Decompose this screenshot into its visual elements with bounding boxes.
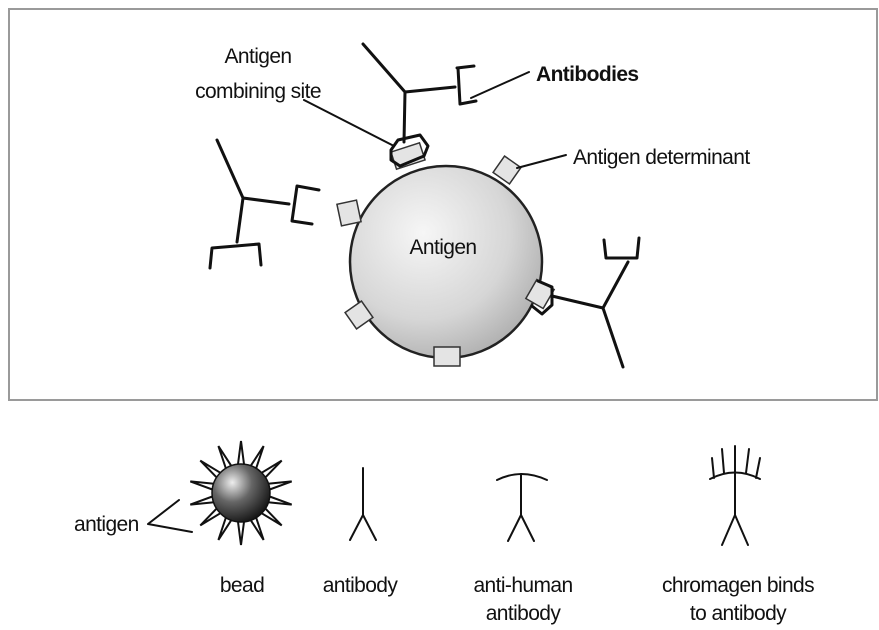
- legend-label-chromagen-line2: to antibody: [690, 602, 787, 625]
- legend-label-anti-human-line1: anti-human: [473, 574, 572, 597]
- label-antigen-combining-site-line2: combining site: [195, 80, 321, 103]
- antibody-top: [361, 42, 478, 168]
- legend-label-antibody: antibody: [323, 574, 399, 597]
- antigen-determinants: [336, 141, 556, 367]
- leader-combining-site: [303, 99, 395, 147]
- leader-antigen-determinant: [516, 154, 567, 169]
- determinant-left-lower: [344, 300, 374, 330]
- determinant-bottom: [433, 346, 461, 367]
- bead-antigen-spikes: [189, 440, 293, 546]
- legend-label-bead: bead: [220, 574, 264, 597]
- legend-bead: [189, 440, 293, 546]
- bead-sphere: [211, 463, 271, 523]
- legend-antibody-icon: [349, 467, 377, 541]
- label-antigen-determinant: Antigen determinant: [573, 146, 750, 169]
- leader-antibodies: [470, 71, 530, 99]
- legend-chromagen-icon: [709, 445, 761, 546]
- antibody-left: [208, 138, 321, 270]
- label-antibodies: Antibodies: [536, 63, 639, 86]
- label-antigen-center: Antigen: [409, 236, 476, 259]
- antigen-sphere: [348, 164, 544, 360]
- legend-label-anti-human-line2: antibody: [486, 602, 562, 625]
- legend-label-chromagen-line1: chromagen binds: [662, 574, 814, 597]
- antigen-spike: [189, 440, 293, 546]
- legend-label-antigen: antigen: [74, 513, 139, 536]
- antibody-right: [530, 236, 641, 369]
- determinant-left-upper: [336, 199, 362, 227]
- label-antigen-combining-site-line1: Antigen: [224, 45, 291, 68]
- legend-anti-human-antibody-icon: [496, 473, 548, 542]
- legend-antigen-leaders: [147, 499, 193, 533]
- determinant-top-right: [492, 155, 522, 185]
